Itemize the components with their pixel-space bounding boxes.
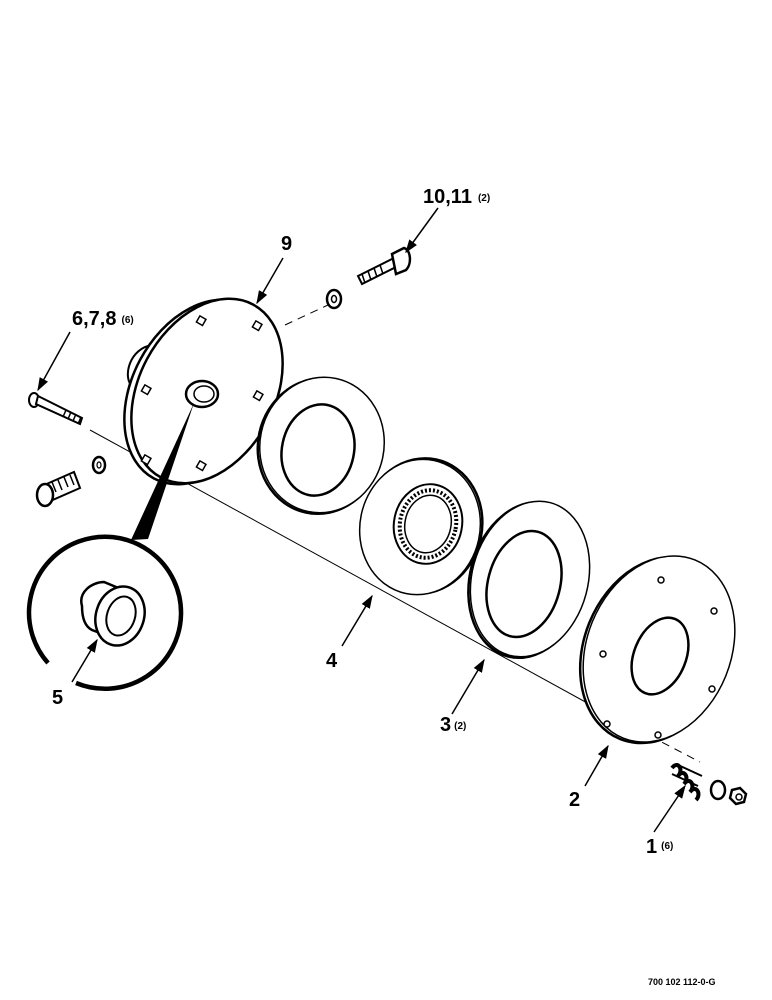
part-10-11-screw-and-washer	[325, 246, 412, 310]
callout-1: 1(6)	[646, 836, 673, 858]
callout-3: 3(2)	[440, 714, 466, 736]
callout-2: 2	[569, 789, 580, 811]
callout-10-11: 10,11(2)	[423, 186, 490, 208]
callout-5: 5	[52, 687, 63, 709]
part-5-bushing-detail	[26, 403, 194, 692]
part-3-friction-disc-a	[256, 376, 386, 516]
part-3-friction-disc-b	[467, 500, 591, 660]
part-4-splined-disc	[358, 457, 484, 596]
callout-4: 4	[326, 650, 338, 672]
drawing-number: 700 102 112-0-G	[648, 977, 716, 987]
part-2-pressure-plate	[578, 555, 736, 745]
callout-6-7-8: 6,7,8(6)	[72, 308, 134, 330]
part-1-spring-washer-nut	[670, 763, 748, 806]
part-6-7-8-bolt-washer-nut	[28, 392, 107, 508]
leader-lines	[37, 207, 686, 833]
part-9-hub-plate	[123, 297, 284, 486]
callout-9: 9	[281, 233, 292, 255]
